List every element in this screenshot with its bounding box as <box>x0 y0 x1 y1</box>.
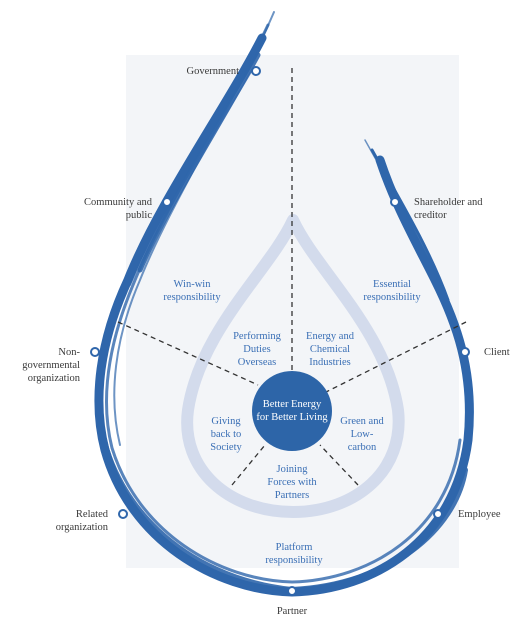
stakeholder-related: Related organization <box>55 509 108 533</box>
core-circle <box>252 371 332 451</box>
dashed-dividers <box>117 68 467 486</box>
section-partners: Joining Forces with Partners <box>267 464 317 501</box>
section-overseas: Performing Duties Overseas <box>233 331 281 368</box>
essential-responsibility-label: Essential responsibility <box>363 279 421 303</box>
section-energy: Energy and Chemical Industries <box>306 331 354 368</box>
winwin-responsibility-label: Win-win responsibility <box>163 279 221 303</box>
inner-drop <box>181 214 405 518</box>
node-related <box>118 509 128 519</box>
node-partner <box>287 586 297 596</box>
stakeholder-community: Community and public <box>84 197 152 221</box>
stakeholder-nodes <box>90 66 470 596</box>
stakeholder-client: Client <box>484 347 510 358</box>
core-line-2: for Better Living <box>256 412 328 423</box>
stakeholder-employee: Employee <box>458 509 501 520</box>
stakeholder-ngo: Non- governmental organization <box>22 347 80 384</box>
platform-responsibility-label: Platform responsibility <box>265 542 323 566</box>
stakeholder-shareholder: Shareholder and creditor <box>414 197 483 221</box>
core-label: Better Energy for Better Living <box>256 398 327 424</box>
section-society: Giving back to Society <box>210 416 242 453</box>
core-line-1: Better Energy <box>262 399 322 410</box>
node-employee <box>433 509 443 519</box>
stakeholder-partner: Partner <box>276 606 308 617</box>
node-government <box>251 66 261 76</box>
section-green: Green and Low- carbon <box>340 416 384 453</box>
node-ngo <box>90 347 100 357</box>
node-shareholder <box>390 197 400 207</box>
node-community <box>162 197 172 207</box>
node-client <box>460 347 470 357</box>
stakeholder-government: Government <box>186 66 240 77</box>
